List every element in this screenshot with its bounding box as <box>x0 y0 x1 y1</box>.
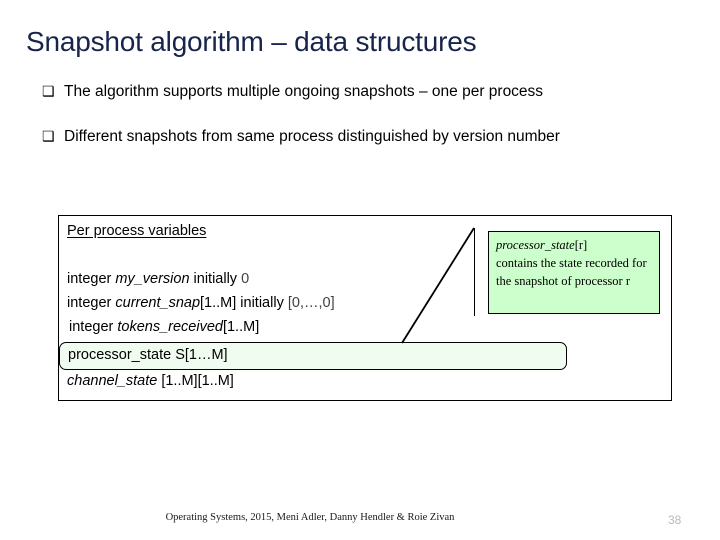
var-identifier: channel_state <box>67 373 158 389</box>
page-number: 38 <box>668 513 682 527</box>
processor-state-callout-box: processor_state[r] contains the state re… <box>488 231 660 314</box>
var-identifier: current_snap <box>115 295 201 311</box>
var-keyword: integer <box>67 271 116 287</box>
var-index: [1..M][1..M] <box>157 373 234 389</box>
callout-vertical-connector-line <box>474 228 475 316</box>
var-identifier: processor_state <box>68 347 172 363</box>
var-initial-value: [0,…,0] <box>287 295 335 311</box>
var-index-and-initially: [1..M] initially <box>200 295 288 311</box>
callout-body-text: contains the state recorded for the snap… <box>496 255 647 288</box>
hollow-square-bullet-icon: ❑ <box>42 128 55 145</box>
hollow-square-bullet-icon: ❑ <box>42 83 55 99</box>
var-keyword: integer <box>67 295 116 311</box>
var-initial-value: 0 <box>241 271 250 287</box>
bullet-item-1: ❑ The algorithm supports multiple ongoin… <box>42 82 692 101</box>
panel-heading: Per process variables <box>67 223 207 239</box>
var-index: [1..M] <box>222 319 260 335</box>
variable-declaration-my-version: integer my_version initially 0 <box>67 271 249 288</box>
page-title: Snapshot algorithm – data structures <box>26 26 477 57</box>
bullet-item-2: ❑ Different snapshots from same process … <box>42 127 692 146</box>
callout-term: processor_state <box>496 238 575 252</box>
bullet-text-2: Different snapshots from same process di… <box>64 128 560 146</box>
variable-declaration-current-snap: integer current_snap[1..M] initially [0,… <box>67 295 335 312</box>
bullet-list: ❑ The algorithm supports multiple ongoin… <box>42 82 692 173</box>
var-initially-keyword: initially <box>189 271 242 287</box>
variable-declaration-channel-state: channel_state [1..M][1..M] <box>67 373 234 390</box>
highlighted-variable-row-processor-state[interactable]: processor_state S[1…M] <box>59 342 567 370</box>
var-index: S[1…M] <box>171 347 228 363</box>
var-identifier: tokens_received <box>117 319 223 335</box>
highlighted-row-text: processor_state S[1…M] <box>68 347 228 363</box>
var-identifier: my_version <box>115 271 190 287</box>
var-keyword: integer <box>69 319 118 335</box>
footer-credit: Operating Systems, 2015, Meni Adler, Dan… <box>165 512 455 523</box>
callout-term-suffix: [r] <box>574 238 588 252</box>
bullet-text-1: The algorithm supports multiple ongoing … <box>64 83 544 100</box>
variable-declaration-tokens-received: integer tokens_received[1..M] <box>69 319 259 336</box>
